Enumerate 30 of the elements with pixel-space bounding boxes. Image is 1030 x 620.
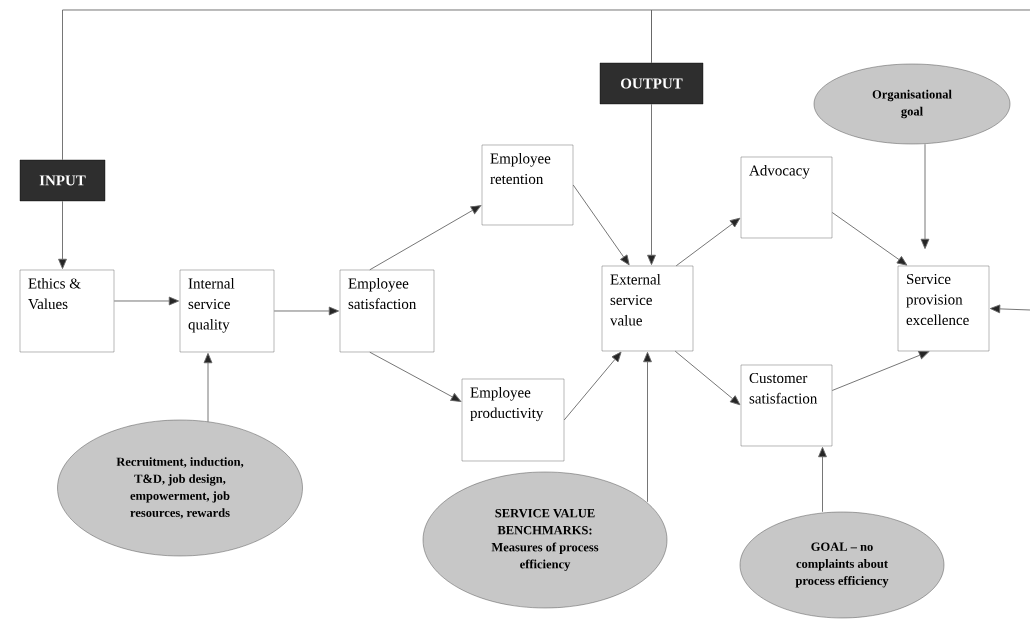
connector-line: [651, 9, 1030, 64]
output-label-box: OUTPUT: [599, 62, 704, 105]
input-label-box: INPUT: [19, 159, 106, 202]
process-box: Internal service quality: [179, 269, 275, 353]
connector-line: [62, 9, 652, 161]
arrow: [831, 351, 930, 391]
process-box: Advocacy: [740, 156, 833, 239]
arrow: [674, 350, 741, 406]
process-box: Employee satisfaction: [339, 269, 435, 353]
process-box: Service provision excellence: [897, 265, 990, 352]
arrow: [369, 351, 462, 402]
arrow: [675, 217, 741, 267]
arrow: [989, 304, 1030, 314]
arrow: [58, 200, 67, 270]
process-box: Employee retention: [481, 144, 574, 226]
arrow: [572, 184, 630, 266]
arrow: [113, 296, 180, 306]
arrow: [643, 351, 652, 503]
arrow: [563, 351, 622, 421]
arrow: [647, 103, 656, 266]
process-box: Ethics & Values: [19, 269, 115, 353]
arrow: [203, 352, 213, 423]
arrow: [920, 143, 930, 250]
process-box: Employee productivity: [461, 378, 565, 462]
process-box: External service value: [601, 265, 694, 352]
arrow: [273, 306, 340, 316]
arrow: [831, 212, 908, 266]
arrow: [818, 446, 827, 513]
arrow: [369, 205, 482, 271]
process-box: Customer satisfaction: [740, 364, 833, 447]
